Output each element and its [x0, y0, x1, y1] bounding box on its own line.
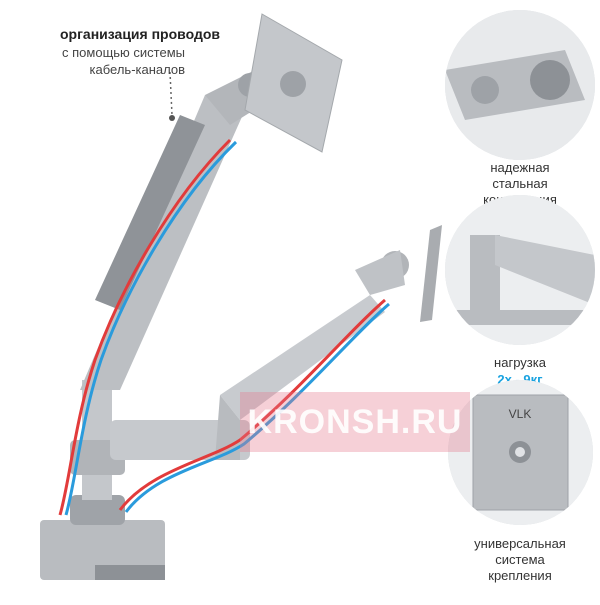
load-capacity-closeup — [445, 195, 595, 345]
red-cable — [58, 138, 232, 516]
load-label: нагрузка — [494, 355, 546, 370]
lower-vesa-plate — [420, 225, 442, 322]
blue-cable — [64, 140, 238, 516]
brand-logo: VLK — [509, 407, 532, 421]
mounting-system-label: универсальная система крепления — [474, 536, 566, 583]
clamp-pole-base — [70, 495, 125, 525]
steel-construction-closeup — [445, 10, 595, 160]
callout-leader — [169, 71, 173, 116]
cable-management-subtitle: с помощью системы кабель-каналов — [62, 45, 185, 77]
lower-arm — [110, 420, 250, 460]
vesa-plate-closeup: VLK — [448, 380, 593, 525]
watermark: KRONSH.RU — [240, 392, 470, 452]
cable-management-title: организация проводов — [59, 26, 220, 42]
lower-gas-arm — [220, 295, 385, 420]
